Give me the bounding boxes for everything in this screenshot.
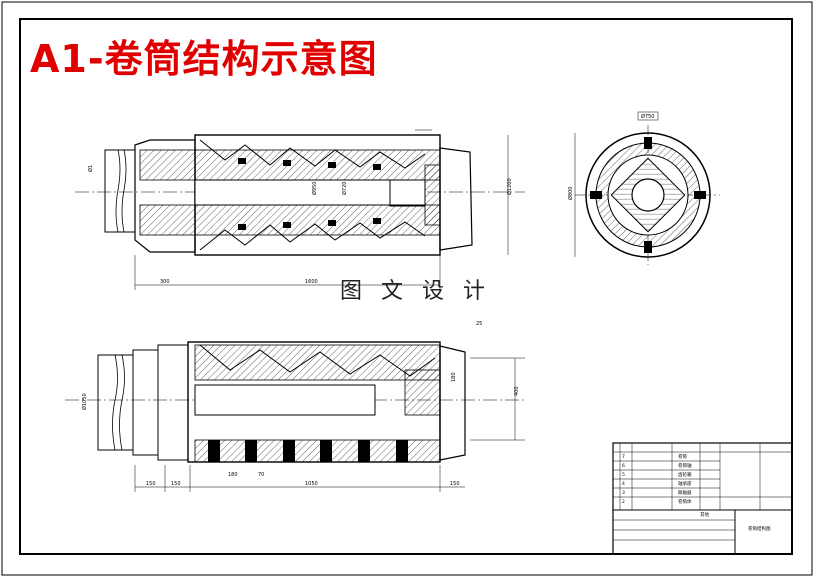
dim-shaft: Ø1 xyxy=(87,165,94,172)
tb-item-2: 卷筒轴 xyxy=(678,462,692,469)
dim-diameter: Ø1200 xyxy=(506,178,513,195)
tb-row-4: 4 xyxy=(622,481,625,487)
tb-item-3: 齿轮箱 xyxy=(678,471,692,478)
tb-row-3: 3 xyxy=(622,490,625,496)
drawing-title: A1-卷筒结构示意图 xyxy=(30,37,378,81)
low-dim-2: 150 xyxy=(171,481,181,487)
dim-inner-1: Ø950 xyxy=(311,182,318,195)
low-dim-8: 25 xyxy=(476,321,482,327)
low-dim-5: 150 xyxy=(450,481,460,487)
tb-drawing-name: 卷筒结构图 xyxy=(748,525,771,532)
tb-item-6: 卷筒体 xyxy=(678,498,692,505)
front-view: 1600 300 Ø1200 Ø950 Ø720 Ø1 xyxy=(75,129,525,290)
tb-row-2: 2 xyxy=(622,499,625,505)
dim-length: 1600 xyxy=(305,279,318,285)
inner-frame xyxy=(19,18,793,555)
end-dim-1: Ø800 xyxy=(567,187,574,200)
tb-row-5: 5 xyxy=(622,472,625,478)
low-dim-3: 1050 xyxy=(305,481,318,487)
tb-item-1: 卷筒 xyxy=(678,453,687,460)
dim-inner-2: Ø720 xyxy=(341,182,348,195)
low-dim-6: Ø1050 xyxy=(81,393,88,410)
low-dim-11: 70 xyxy=(258,472,264,478)
tb-item-7: 其他 xyxy=(700,511,709,518)
tb-item-4: 轴承座 xyxy=(678,480,692,487)
end-dim-2: Ø750 xyxy=(641,113,654,120)
tb-item-5: 联轴器 xyxy=(678,489,692,496)
low-dim-12: 400 xyxy=(514,386,520,396)
watermark-text: 图 文 设 计 xyxy=(340,279,491,304)
low-dim-9: 180 xyxy=(451,372,457,382)
lower-view: 150 150 1050 180 150 Ø1050 25 180 400 70 xyxy=(65,321,525,492)
end-view: Ø800 Ø750 xyxy=(567,111,720,265)
title-block: 7 6 5 4 3 2 卷筒 卷筒轴 齿轮箱 轴承座 联轴器 卷筒体 其他 卷筒… xyxy=(612,442,793,555)
tb-row-7: 7 xyxy=(622,454,625,460)
tb-row-6: 6 xyxy=(622,463,625,469)
low-dim-4: 180 xyxy=(228,472,238,478)
dim-hub: 300 xyxy=(160,279,170,285)
low-dim-1: 150 xyxy=(146,481,156,487)
